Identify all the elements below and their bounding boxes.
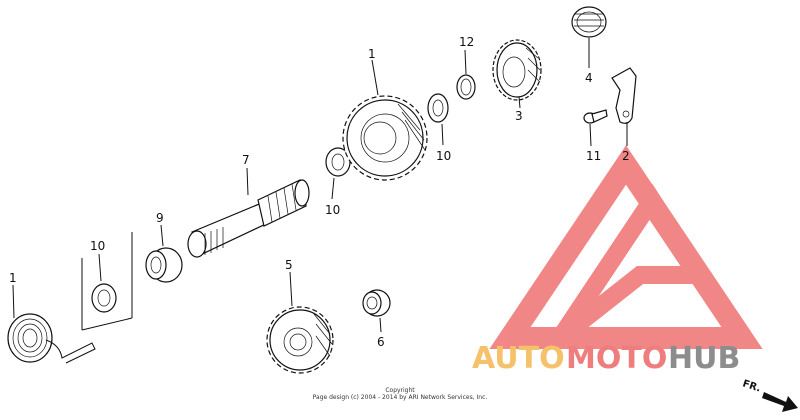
part-8-spring[interactable]: [7, 313, 96, 364]
part-3-ratchet[interactable]: [492, 39, 542, 101]
part-6-bushing[interactable]: [362, 289, 391, 317]
part-9-collar[interactable]: [145, 247, 183, 283]
callout-7: 7: [242, 153, 250, 167]
copyright-text: Page design (c) 2004 - 2014 by ARI Netwo…: [313, 394, 488, 401]
part-5-idle-gear[interactable]: [266, 306, 334, 374]
callout-12: 12: [459, 35, 474, 49]
callout-8: 1: [9, 271, 17, 285]
callout-5: 5: [285, 258, 293, 272]
callout-9: 9: [156, 211, 164, 225]
callout-10-middle: 10: [325, 203, 340, 217]
brand-hub-text: HUB: [668, 341, 740, 376]
callout-3: 3: [515, 109, 523, 123]
part-10-washer-left[interactable]: [91, 283, 117, 313]
part-7-spindle[interactable]: [187, 179, 310, 258]
callout-11: 11: [586, 149, 601, 163]
part-4-spring[interactable]: [571, 6, 607, 38]
part-10-washer-right[interactable]: [427, 93, 449, 123]
part-12-circlip[interactable]: [456, 74, 476, 100]
front-arrow-icon: [762, 392, 798, 412]
callout-10-right: 10: [436, 149, 451, 163]
callout-2: 2: [622, 149, 630, 163]
callout-10-left: 10: [90, 239, 105, 253]
callout-4: 4: [585, 71, 593, 85]
copyright-title: Copyright: [385, 387, 415, 394]
brand-moto-text: MOTO: [566, 341, 667, 376]
brand-auto-text: AUTO: [472, 341, 565, 376]
callout-6: 6: [377, 335, 385, 349]
front-direction-label: FR.: [741, 378, 762, 394]
callout-1: 1: [368, 47, 376, 61]
part-11-bolt[interactable]: [583, 109, 608, 124]
part-2-guide-plate[interactable]: [611, 67, 637, 124]
watermark-logo: [489, 145, 763, 349]
part-1-gear[interactable]: [342, 95, 428, 181]
